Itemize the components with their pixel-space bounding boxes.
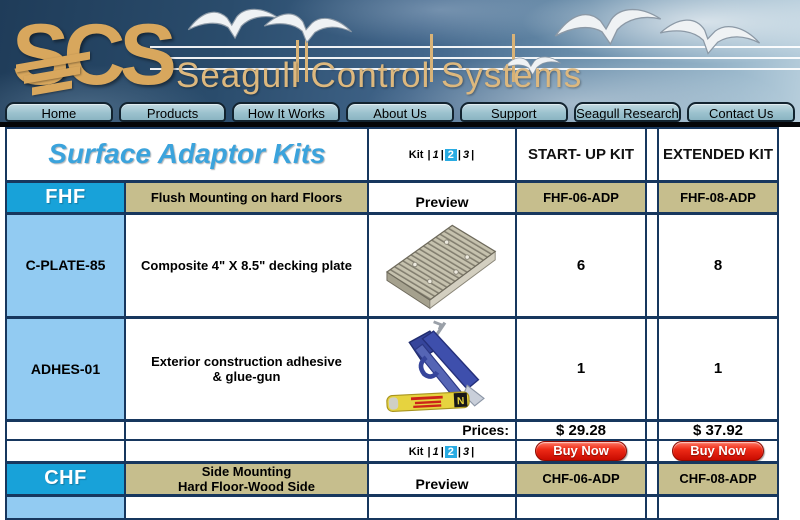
seagull-icon (260, 4, 355, 53)
section-description-line1: Side Mounting (201, 463, 292, 479)
kit-label: Kit (408, 149, 424, 162)
preview-label-chf[interactable]: Preview (367, 460, 517, 496)
sku-chf-extended: CHF-08-ADP (657, 460, 779, 496)
decking-plate-image (385, 224, 497, 310)
svg-text:N: N (457, 395, 465, 406)
nav-divider-bar (0, 122, 800, 127)
empty-cell (124, 418, 369, 441)
section-code-fhf: FHF (5, 179, 126, 214)
buy-now-button-startup[interactable]: Buy Now (535, 441, 627, 461)
sku-fhf-startup: FHF-06-ADP (515, 179, 647, 214)
column-header-extended-kit: EXTENDED KIT (657, 127, 779, 182)
item-code-adhes-01: ADHES-01 (5, 315, 126, 421)
qty-adhes-01-startup: 1 (515, 315, 647, 421)
empty-cell (5, 438, 126, 463)
spacer-cell (645, 211, 659, 318)
spacer-cell (645, 460, 659, 496)
buy-now-startup-cell: Buy Now (515, 438, 647, 463)
site-title: Seagull Control Systems (176, 56, 583, 95)
sku-fhf-extended: FHF-08-ADP (657, 179, 779, 214)
section-description-fhf: Flush Mounting on hard Floors (124, 179, 369, 214)
prices-label: Prices: (367, 418, 517, 441)
item-description-line2: & glue-gun (212, 368, 281, 384)
banner-gold-tick (512, 34, 515, 82)
item-description-line1: Exterior construction adhesive (151, 353, 342, 369)
kit-separator: | (457, 445, 461, 458)
preview-label-fhf[interactable]: Preview (367, 179, 517, 214)
spacer-cell (645, 127, 659, 182)
item-description-adhes-01: Exterior construction adhesive & glue-gu… (124, 315, 369, 421)
kit-option-3[interactable]: 3 (463, 445, 470, 458)
nav-tab-products[interactable]: Products (118, 102, 227, 122)
banner-staff-line (150, 68, 800, 70)
price-extended: $ 37.92 (657, 418, 779, 441)
banner-gold-tick (430, 34, 433, 82)
item-preview-adhes-01: N (367, 315, 517, 421)
column-header-startup-kit: START- UP KIT (515, 127, 647, 182)
empty-cell (515, 493, 647, 520)
kit-separator: | (457, 149, 461, 162)
spacer-cell (645, 315, 659, 421)
sku-chf-startup: CHF-06-ADP (515, 460, 647, 496)
kit-option-3[interactable]: 3 (463, 149, 470, 162)
kit-separator: | (427, 445, 431, 458)
nav-tab-about-us[interactable]: About Us (346, 102, 454, 122)
nav-tab-how-it-works[interactable]: How It Works (232, 102, 341, 122)
section-description-chf: Side Mounting Hard Floor-Wood Side (124, 460, 369, 496)
item-description-c-plate-85: Composite 4" X 8.5" decking plate (124, 211, 369, 318)
nav-tab-home[interactable]: Home (5, 102, 113, 122)
seagull-icon (549, 0, 667, 60)
banner-gold-tick (296, 40, 299, 82)
banner-staff-line (150, 46, 800, 48)
banner-staff-line (150, 57, 800, 59)
spacer-cell (645, 438, 659, 463)
empty-cell (657, 493, 779, 520)
qty-c-plate-85-startup: 6 (515, 211, 647, 318)
empty-cell (367, 493, 517, 520)
empty-cell (124, 493, 369, 520)
product-table: Surface Adaptor Kits Kit |1|2|3| START- … (5, 127, 779, 520)
item-code-c-plate-85: C-PLATE-85 (5, 211, 126, 318)
kit-option-1[interactable]: 1 (432, 149, 439, 162)
buy-now-extended-cell: Buy Now (657, 438, 779, 463)
nav-tab-contact-us[interactable]: Contact Us (687, 102, 796, 122)
kit-selector-header: Kit |1|2|3| (367, 127, 517, 182)
nav-tab-seagull-research[interactable]: Seagull Research (573, 102, 682, 122)
kit-separator: | (427, 149, 431, 162)
kit-label: Kit (408, 445, 424, 458)
kit-separator: | (471, 149, 475, 162)
kit-separator: | (440, 445, 444, 458)
price-startup: $ 29.28 (515, 418, 647, 441)
section-description-line2: Hard Floor-Wood Side (178, 478, 315, 494)
page-title: Surface Adaptor Kits (5, 127, 369, 182)
kit-option-2-selected[interactable]: 2 (444, 445, 457, 458)
banner: SCS Seagull Control Systems (0, 0, 800, 122)
empty-cell (124, 438, 369, 463)
spacer-cell (645, 179, 659, 214)
kit-option-1[interactable]: 1 (432, 445, 439, 458)
item-preview-c-plate-85 (367, 211, 517, 318)
kit-separator: | (440, 149, 444, 162)
item-code-partial (5, 493, 126, 520)
banner-gold-tick (305, 40, 308, 82)
kit-option-2-selected[interactable]: 2 (444, 149, 457, 162)
main-nav: Home Products How It Works About Us Supp… (0, 102, 800, 122)
kit-separator: | (471, 445, 475, 458)
empty-cell (5, 418, 126, 441)
kit-selector-footer: Kit |1|2|3| (367, 438, 517, 463)
section-code-chf: CHF (5, 460, 126, 496)
spacer-cell (645, 418, 659, 441)
glue-gun-image: N (386, 320, 485, 412)
spacer-cell (645, 493, 659, 520)
nav-tab-support[interactable]: Support (459, 102, 568, 122)
qty-c-plate-85-extended: 8 (657, 211, 779, 318)
buy-now-button-extended[interactable]: Buy Now (672, 441, 764, 461)
qty-adhes-01-extended: 1 (657, 315, 779, 421)
